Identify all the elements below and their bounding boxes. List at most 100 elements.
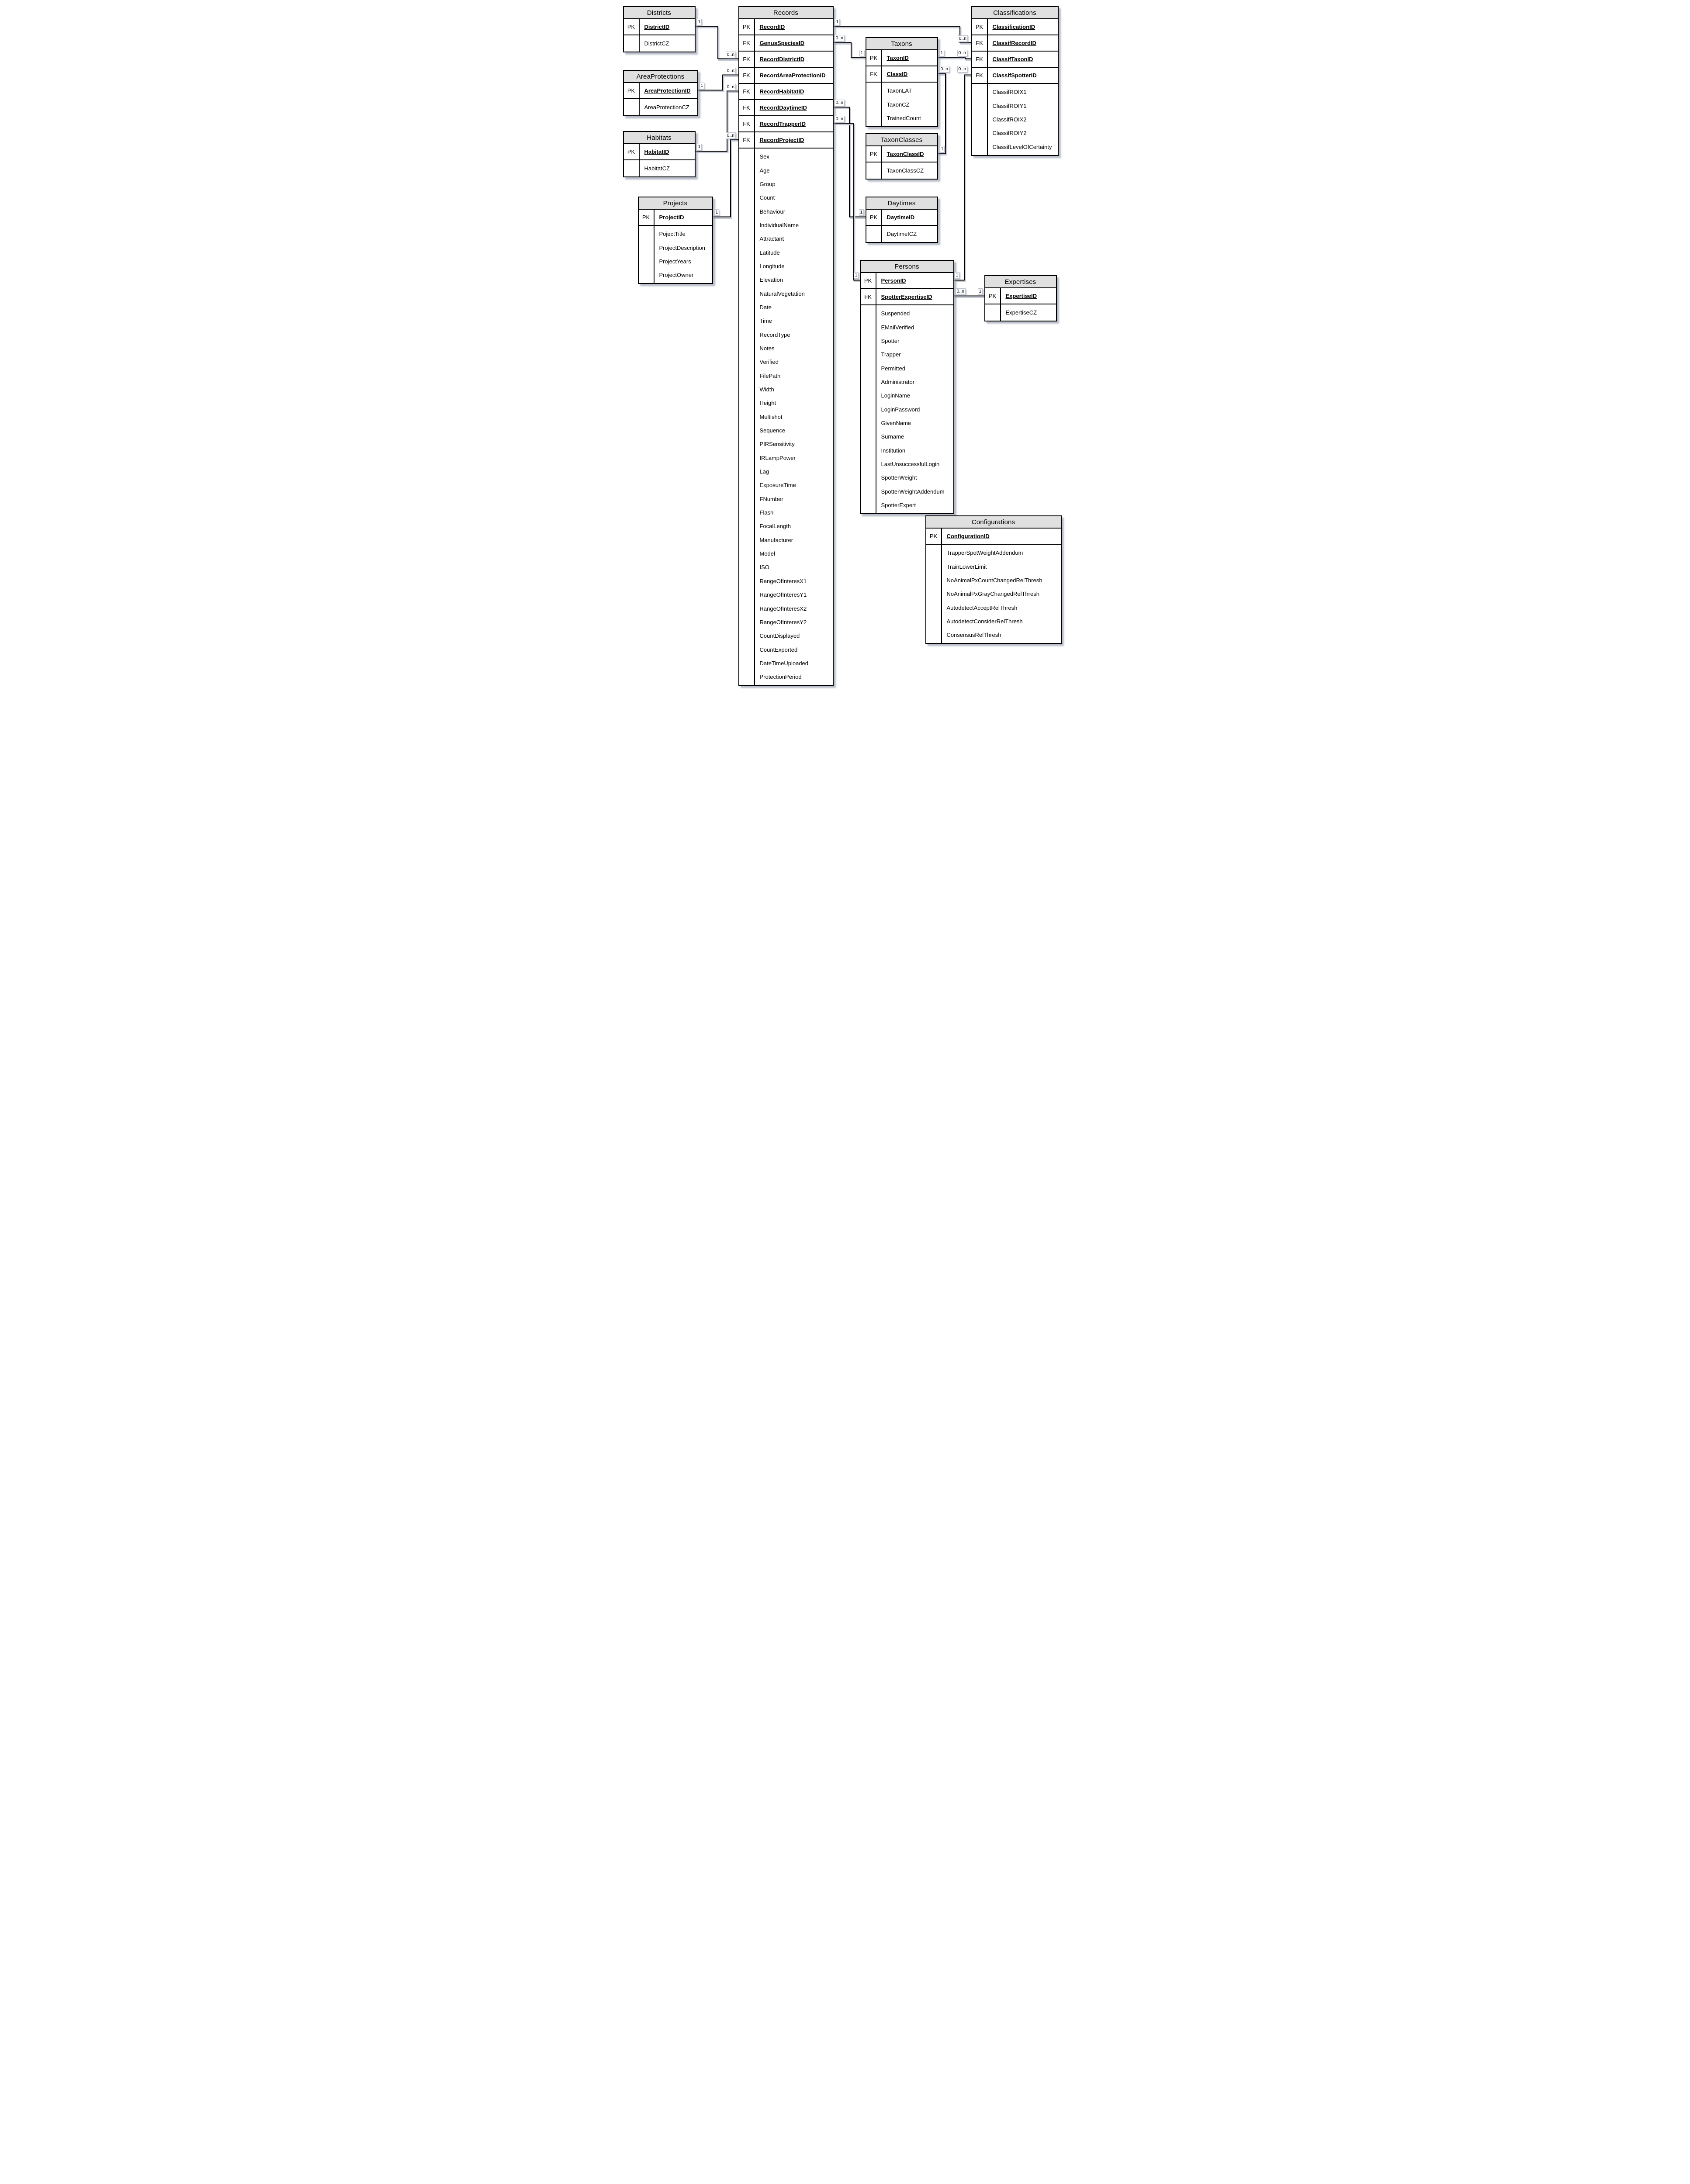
- attribute-name: Sex: [759, 153, 769, 160]
- attribute-name: FilePath: [759, 372, 781, 379]
- attribute-name: RangeOfInteresX2: [759, 605, 807, 612]
- key-field-name: ProjectID: [659, 214, 684, 221]
- attribute-name: TaxonCZ: [887, 101, 910, 108]
- connector-shadow-habitats-records: [696, 92, 739, 153]
- attribute-name: DistrictCZ: [644, 40, 669, 47]
- attribute-section: ExpertiseCZ: [985, 304, 1056, 321]
- key-tag: FK: [739, 68, 755, 83]
- attribute-name: Longitude: [759, 263, 785, 270]
- table-title: Taxons: [866, 38, 937, 50]
- key-field-name: RecordProjectID: [759, 137, 804, 143]
- attribute-name: Elevation: [759, 276, 783, 283]
- attribute-name: TaxonLAT: [887, 87, 912, 94]
- attribute-name: Manufacturer: [759, 536, 793, 543]
- attribute-name: Institution: [881, 447, 906, 454]
- key-field-name: ClassifRecordID: [992, 40, 1036, 46]
- cardinality-label: 0..n: [955, 288, 966, 295]
- attribute-name: Attractant: [759, 235, 784, 242]
- attribute-list: AreaProtectionCZ: [640, 99, 697, 115]
- attribute-gutter: [866, 162, 882, 179]
- connector-shadow-districts-records: [696, 27, 739, 61]
- cardinality-label: 0..n: [834, 116, 845, 122]
- attribute-name: SpotterWeightAddendum: [881, 488, 945, 495]
- connector-shadow-records-daytimes: [834, 108, 866, 219]
- attribute-name: Permitted: [881, 365, 906, 372]
- key-tag: PK: [624, 83, 640, 98]
- key-field-name: TaxonClassID: [887, 151, 924, 157]
- attribute-name: Flash: [759, 509, 774, 516]
- attribute-name: ProtectionPeriod: [759, 674, 802, 681]
- key-tag: PK: [972, 19, 988, 35]
- connector-shadow-classifications-persons: [955, 76, 972, 282]
- attribute-list: DaytimeICZ: [882, 226, 937, 242]
- attribute-name: CountExported: [759, 646, 798, 653]
- attribute-name: ClassifLevelOfCertainty: [992, 143, 1052, 150]
- table-title: Records: [739, 7, 833, 19]
- key-tag: FK: [739, 100, 755, 115]
- attribute-gutter: [861, 305, 876, 514]
- attribute-name: AutodetectAcceptRelThresh: [946, 604, 1018, 611]
- attribute-name: Count: [759, 194, 775, 201]
- attribute-name: SpotterWeight: [881, 474, 917, 481]
- attribute-gutter: [985, 304, 1001, 321]
- table-title: Persons: [860, 261, 953, 273]
- attribute-name: NoAnimalPxGrayChangedRelThresh: [946, 591, 1039, 598]
- attribute-name: Date: [759, 304, 772, 311]
- cardinality-label: 0..n: [957, 50, 968, 56]
- table-title: Projects: [638, 197, 712, 210]
- attribute-name: FocalLength: [759, 523, 791, 530]
- attribute-name: IRLampPower: [759, 454, 796, 461]
- attribute-gutter: [624, 99, 640, 116]
- attribute-section: AreaProtectionCZ: [624, 99, 697, 116]
- attribute-name: NaturalVegetation: [759, 290, 805, 297]
- attribute-name: TaxonClassCZ: [887, 167, 924, 174]
- relationship-lines: [695, 26, 985, 298]
- attribute-name: Lag: [759, 468, 769, 475]
- connector-shadow-taxons-taxonclasses: [939, 74, 947, 156]
- attribute-name: Administrator: [881, 378, 915, 385]
- cardinality-label: 1: [977, 288, 983, 295]
- attribute-name: RangeOfInteresY2: [759, 619, 807, 625]
- cardinality-label: 0..n: [725, 68, 736, 74]
- connector-records-persons: [833, 123, 860, 281]
- key-tag: FK: [739, 35, 755, 51]
- attribute-name: ExpertiseCZ: [1005, 309, 1037, 316]
- connector-shadow-records-persons: [834, 124, 861, 282]
- cardinality-label: 1: [835, 19, 840, 25]
- key-tag: FK: [739, 116, 755, 131]
- attribute-name: RangeOfInteresY1: [759, 591, 807, 598]
- attribute-gutter: [739, 149, 755, 685]
- cardinality-label: 1: [954, 272, 960, 279]
- key-field-name: ClassID: [887, 71, 908, 77]
- key-field-name: GenusSpeciesID: [759, 40, 805, 46]
- connector-shadow-taxons-classifications: [939, 58, 972, 61]
- attribute-name: Verified: [759, 359, 779, 366]
- connector-classifications-persons: [954, 74, 971, 281]
- attribute-name: PIRSensitivity: [759, 441, 795, 448]
- attribute-list: DistrictCZ: [640, 35, 695, 52]
- cardinality-label: 1: [714, 209, 720, 216]
- cardinality-label: 0..n: [725, 52, 736, 58]
- connector-records-taxons: [833, 42, 866, 58]
- key-field-name: DistrictID: [644, 24, 670, 30]
- attribute-section: DaytimeICZ: [866, 226, 937, 242]
- attribute-name: IndividualName: [759, 221, 799, 228]
